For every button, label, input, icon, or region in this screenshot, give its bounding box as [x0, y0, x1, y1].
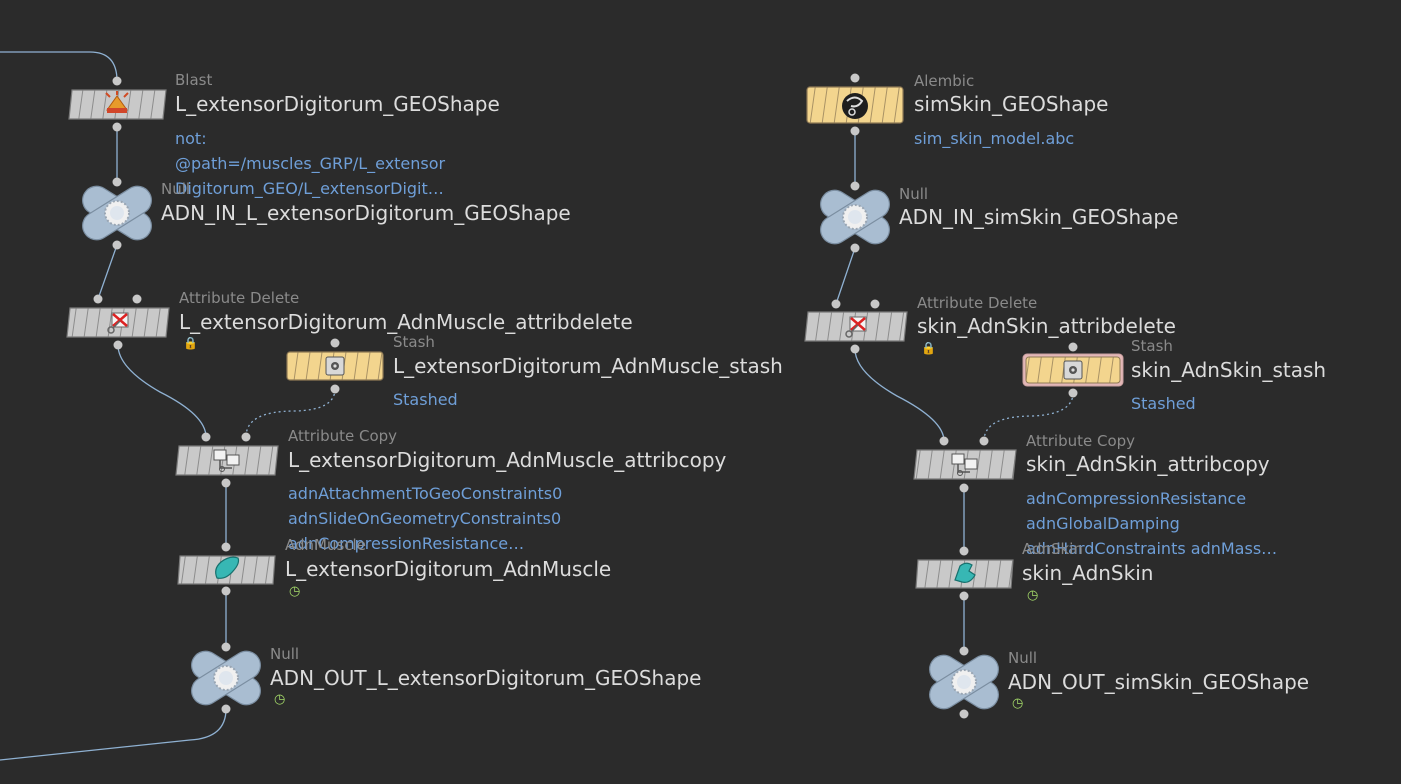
blast-icon	[105, 91, 129, 113]
node-name-label[interactable]: L_extensorDigitorum_AdnMuscle_attribdele…	[179, 310, 633, 334]
alembic-node[interactable]	[806, 73, 904, 136]
node-type-label: AdnSkin	[1022, 540, 1083, 558]
node-type-label: Null	[161, 180, 191, 198]
blast-node[interactable]	[68, 76, 167, 132]
node-type-label: Attribute Copy	[1026, 432, 1136, 450]
node-info-line: adnCompressionResistance	[1026, 489, 1247, 508]
node-info-line: @path=/muscles_GRP/L_extensor	[175, 154, 446, 173]
node-name-label[interactable]: L_extensorDigitorum_AdnMuscle	[285, 557, 612, 581]
null-icon	[923, 648, 1005, 716]
node-name-label[interactable]: L_extensorDigitorum_AdnMuscle_stash	[393, 354, 783, 378]
node-info-text: not: @path=/muscles_GRP/L_extensor Digit…	[175, 126, 445, 201]
node-info-line: adnHardConstraints adnMass…	[1026, 539, 1278, 558]
node-name-label[interactable]: skin_AdnSkin_attribdelete	[917, 314, 1176, 338]
attrib-copy-left-node[interactable]	[175, 432, 279, 488]
clock-icon: ◷	[274, 692, 286, 707]
stash-icon	[1063, 360, 1083, 380]
node-name-label[interactable]: skin_AdnSkin_stash	[1131, 358, 1327, 382]
node-info-line: sim_skin_model.abc	[914, 129, 1075, 148]
node-type-label: Null	[1008, 649, 1038, 667]
null-icon	[76, 179, 158, 247]
lock-icon[interactable]: 🔒	[921, 341, 936, 355]
wires	[0, 51, 1074, 761]
stash-left-node[interactable]	[286, 338, 384, 394]
lock-icon[interactable]: 🔒	[183, 336, 198, 350]
stash-right-node[interactable]	[1022, 342, 1124, 398]
clock-icon: ◷	[289, 584, 301, 599]
node-type-label: Null	[899, 185, 929, 203]
node-info-line: adnAttachmentToGeoConstraints0	[288, 484, 563, 503]
adn-muscle-node[interactable]	[177, 542, 276, 596]
attribute-delete-icon	[107, 312, 129, 334]
attrib-delete-left-node[interactable]	[66, 294, 170, 350]
attrib-delete-right-node[interactable]	[804, 299, 908, 354]
node-type-label: Attribute Delete	[917, 294, 1038, 312]
node-info-line: Stashed	[1131, 394, 1196, 413]
node-name-label[interactable]: L_extensorDigitorum_GEOShape	[175, 92, 500, 116]
node-name-label[interactable]: L_extensorDigitorum_AdnMuscle_attribcopy	[288, 448, 727, 472]
node-type-label: Attribute Delete	[179, 289, 300, 307]
node-name-label[interactable]: ADN_IN_simSkin_GEOShape	[899, 205, 1179, 229]
attribute-copy-icon	[951, 453, 978, 476]
node-info-line: adnCompressionResistance…	[288, 534, 525, 553]
attribute-copy-icon	[213, 449, 240, 472]
node-info-line: adnSlideOnGeometryConstraints0	[288, 509, 562, 528]
node-name-label[interactable]: ADN_OUT_simSkin_GEOShape	[1008, 670, 1310, 694]
node-name-label[interactable]: simSkin_GEOShape	[914, 92, 1109, 116]
node-name-label[interactable]: skin_AdnSkin	[1022, 561, 1154, 585]
node-type-label: Alembic	[914, 72, 975, 90]
node-type-label: Attribute Copy	[288, 427, 398, 445]
node-info-line: not:	[175, 129, 207, 148]
attrib-copy-right-node[interactable]	[913, 436, 1017, 493]
node-type-label: Stash	[393, 333, 435, 351]
clock-icon: ◷	[1027, 588, 1039, 603]
node-info-text: adnCompressionResistance adnGlobalDampin…	[1026, 486, 1277, 561]
node-info-line: Stashed	[393, 390, 458, 409]
node-name-label[interactable]: ADN_IN_L_extensorDigitorum_GEOShape	[161, 201, 571, 225]
adn-skin-node[interactable]	[915, 546, 1014, 601]
null-out-left-node[interactable]	[185, 642, 267, 714]
adn-skin-icon	[954, 562, 976, 583]
null-out-right-node[interactable]	[923, 646, 1005, 719]
null-in-right-node[interactable]	[814, 181, 896, 253]
node-info-line: Digitorum_GEO/L_extensorDigit…	[175, 179, 444, 198]
attribute-delete-icon	[845, 316, 867, 338]
stash-icon	[325, 356, 345, 376]
node-type-label: Null	[270, 645, 300, 663]
node-type-label: AdnMuscle	[285, 536, 366, 554]
null-icon	[814, 183, 896, 251]
node-type-label: Stash	[1131, 337, 1173, 355]
node-info-text: adnAttachmentToGeoConstraints0 adnSlideO…	[288, 481, 562, 556]
alembic-icon	[842, 93, 868, 119]
node-name-label[interactable]: ADN_OUT_L_extensorDigitorum_GEOShape	[270, 666, 702, 690]
adn-muscle-icon	[215, 556, 240, 579]
null-icon	[185, 644, 267, 712]
node-info-line: adnGlobalDamping	[1026, 514, 1180, 533]
node-type-label: Blast	[175, 71, 213, 89]
null-in-left-node[interactable]	[76, 177, 158, 250]
node-name-label[interactable]: skin_AdnSkin_attribcopy	[1026, 452, 1270, 476]
clock-icon: ◷	[1012, 696, 1024, 711]
